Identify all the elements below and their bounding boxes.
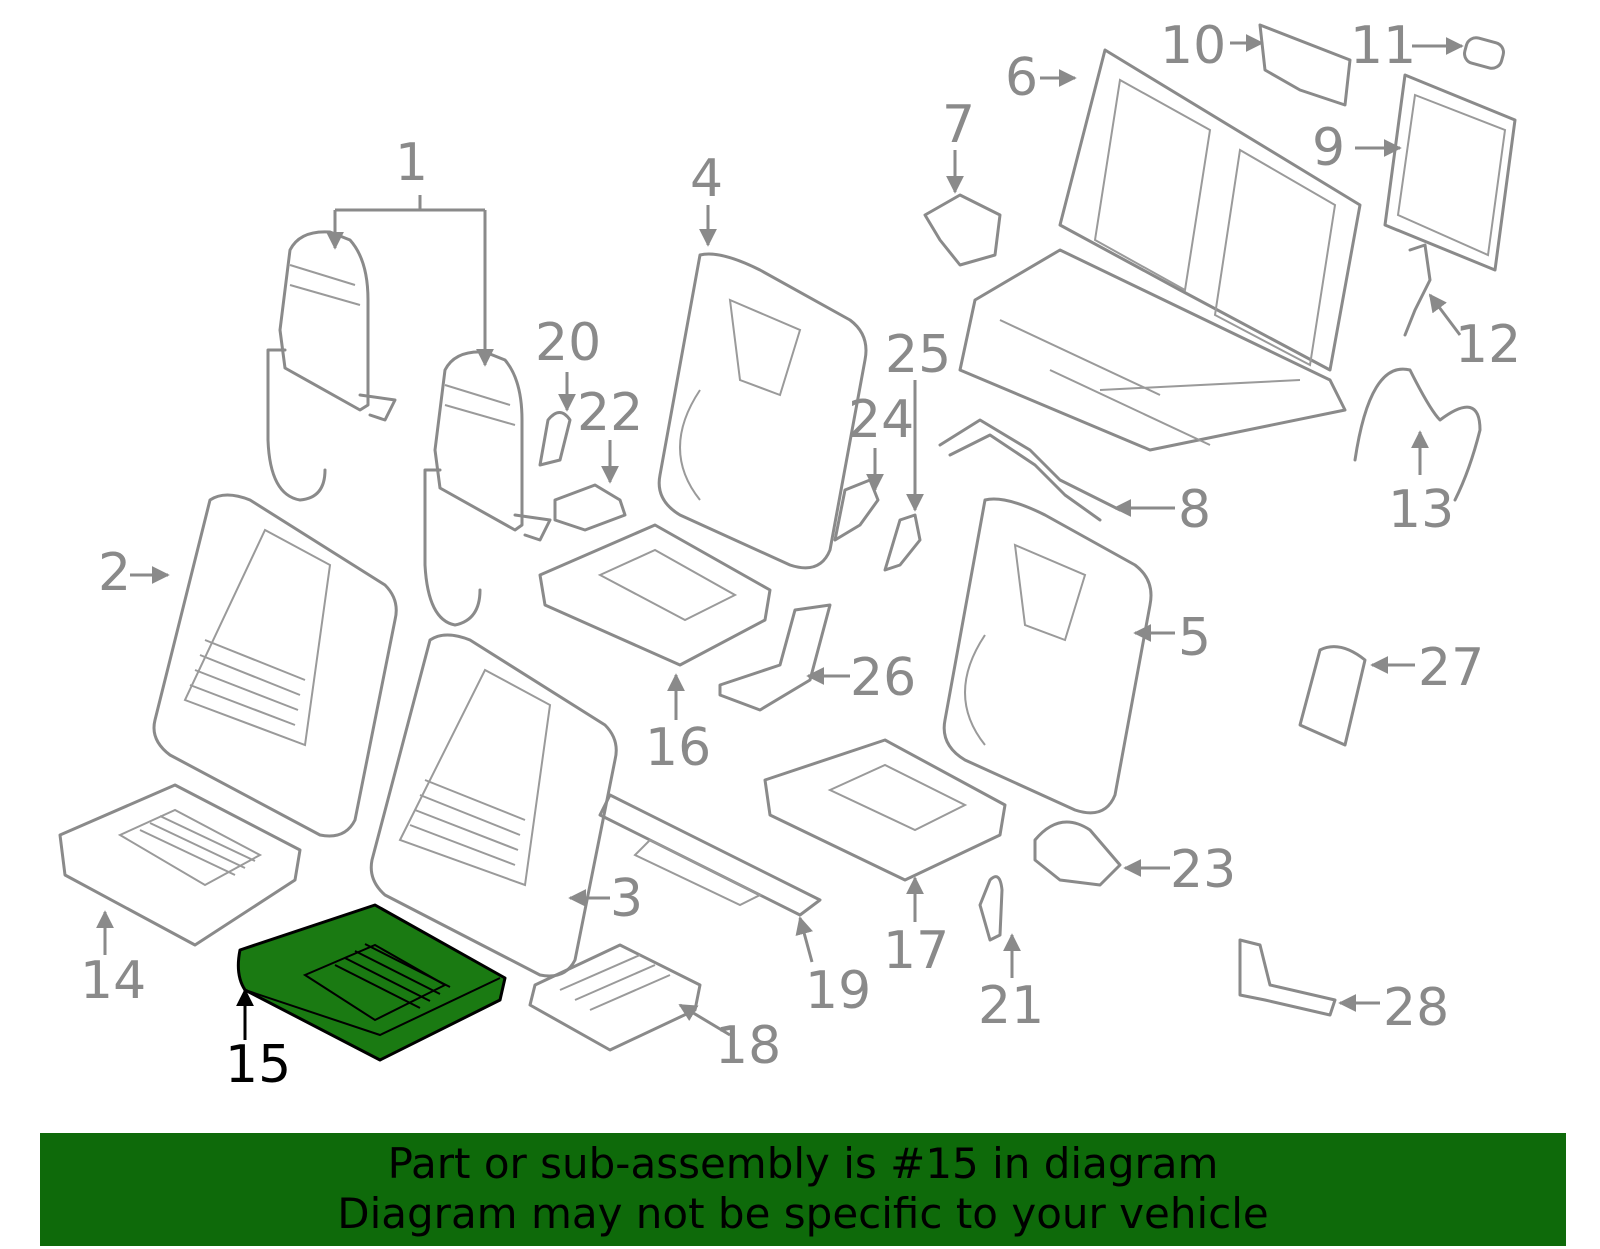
part-5-seatback	[942, 497, 1153, 815]
callout-6: 6	[1005, 48, 1038, 108]
part-20-trim	[538, 411, 572, 467]
part-4-seatback	[657, 252, 868, 570]
part-13-cable	[1353, 367, 1482, 502]
part-11-clip	[1463, 36, 1505, 70]
callout-13: 13	[1388, 480, 1454, 540]
part-10-bracket	[1258, 23, 1352, 107]
part-7-bracket	[923, 193, 1002, 267]
part-28-bracket	[1238, 938, 1337, 1017]
callout-25: 25	[885, 325, 951, 385]
callout-19: 19	[805, 961, 871, 1021]
callout-28: 28	[1383, 978, 1449, 1038]
part-22-bracket	[553, 483, 627, 532]
part-8-wire	[938, 418, 1122, 522]
part-21-trim	[978, 875, 1004, 942]
part-15-cushion-highlighted	[236, 903, 507, 1062]
part-18-frame	[528, 943, 702, 1052]
callout-22: 22	[577, 383, 643, 443]
part-6-seat-frame	[958, 48, 1362, 452]
callout-20: 20	[535, 313, 601, 373]
info-banner: Part or sub-assembly is #15 in diagram D…	[40, 1133, 1566, 1246]
callout-17: 17	[883, 921, 949, 981]
callout-16: 16	[645, 718, 711, 778]
callout-labels: 1 2 3 4 5 6 7 8 9 10 11 12 13 14 15 16 1…	[80, 16, 1521, 1095]
callout-3: 3	[610, 869, 643, 929]
callout-11: 11	[1350, 16, 1416, 76]
seat-parts-diagram: 1 2 3 4 5 6 7 8 9 10 11 12 13 14 15 16 1…	[58, 16, 1521, 1095]
part-12-latch	[1403, 243, 1432, 337]
callout-5: 5	[1178, 608, 1211, 668]
callout-24: 24	[848, 390, 914, 450]
callout-12: 12	[1455, 315, 1521, 375]
part-16-cushion	[538, 523, 772, 667]
part-2-left-seatback	[152, 493, 398, 838]
part-1-headrests	[266, 195, 552, 627]
part-14-cushion	[58, 783, 302, 947]
part-23-cover	[1033, 820, 1122, 887]
callout-arrows	[96, 34, 1464, 1040]
callout-8: 8	[1178, 480, 1211, 540]
callout-21: 21	[978, 976, 1044, 1036]
part-17-cushion	[763, 738, 1007, 882]
callout-14: 14	[80, 951, 146, 1011]
callout-27: 27	[1418, 638, 1484, 698]
part-27-trim	[1298, 645, 1367, 747]
callout-10: 10	[1160, 16, 1226, 76]
callout-7: 7	[942, 95, 975, 155]
callout-2: 2	[98, 543, 131, 603]
banner-line-1: Part or sub-assembly is #15 in diagram	[387, 1139, 1219, 1188]
banner-line-2: Diagram may not be specific to your vehi…	[337, 1189, 1269, 1238]
callout-26: 26	[850, 648, 916, 708]
callout-1: 1	[395, 133, 428, 193]
callout-9: 9	[1312, 118, 1345, 178]
part-25-trim	[883, 513, 922, 572]
callout-15: 15	[225, 1035, 291, 1095]
part-24-trim	[833, 478, 880, 542]
callout-4: 4	[690, 149, 723, 209]
part-9-panel	[1383, 73, 1517, 272]
part-26-bracket	[718, 603, 832, 712]
callout-18: 18	[715, 1016, 781, 1076]
part-19-rail	[598, 793, 822, 917]
part-3-seatback	[369, 633, 618, 978]
callout-23: 23	[1170, 840, 1236, 900]
